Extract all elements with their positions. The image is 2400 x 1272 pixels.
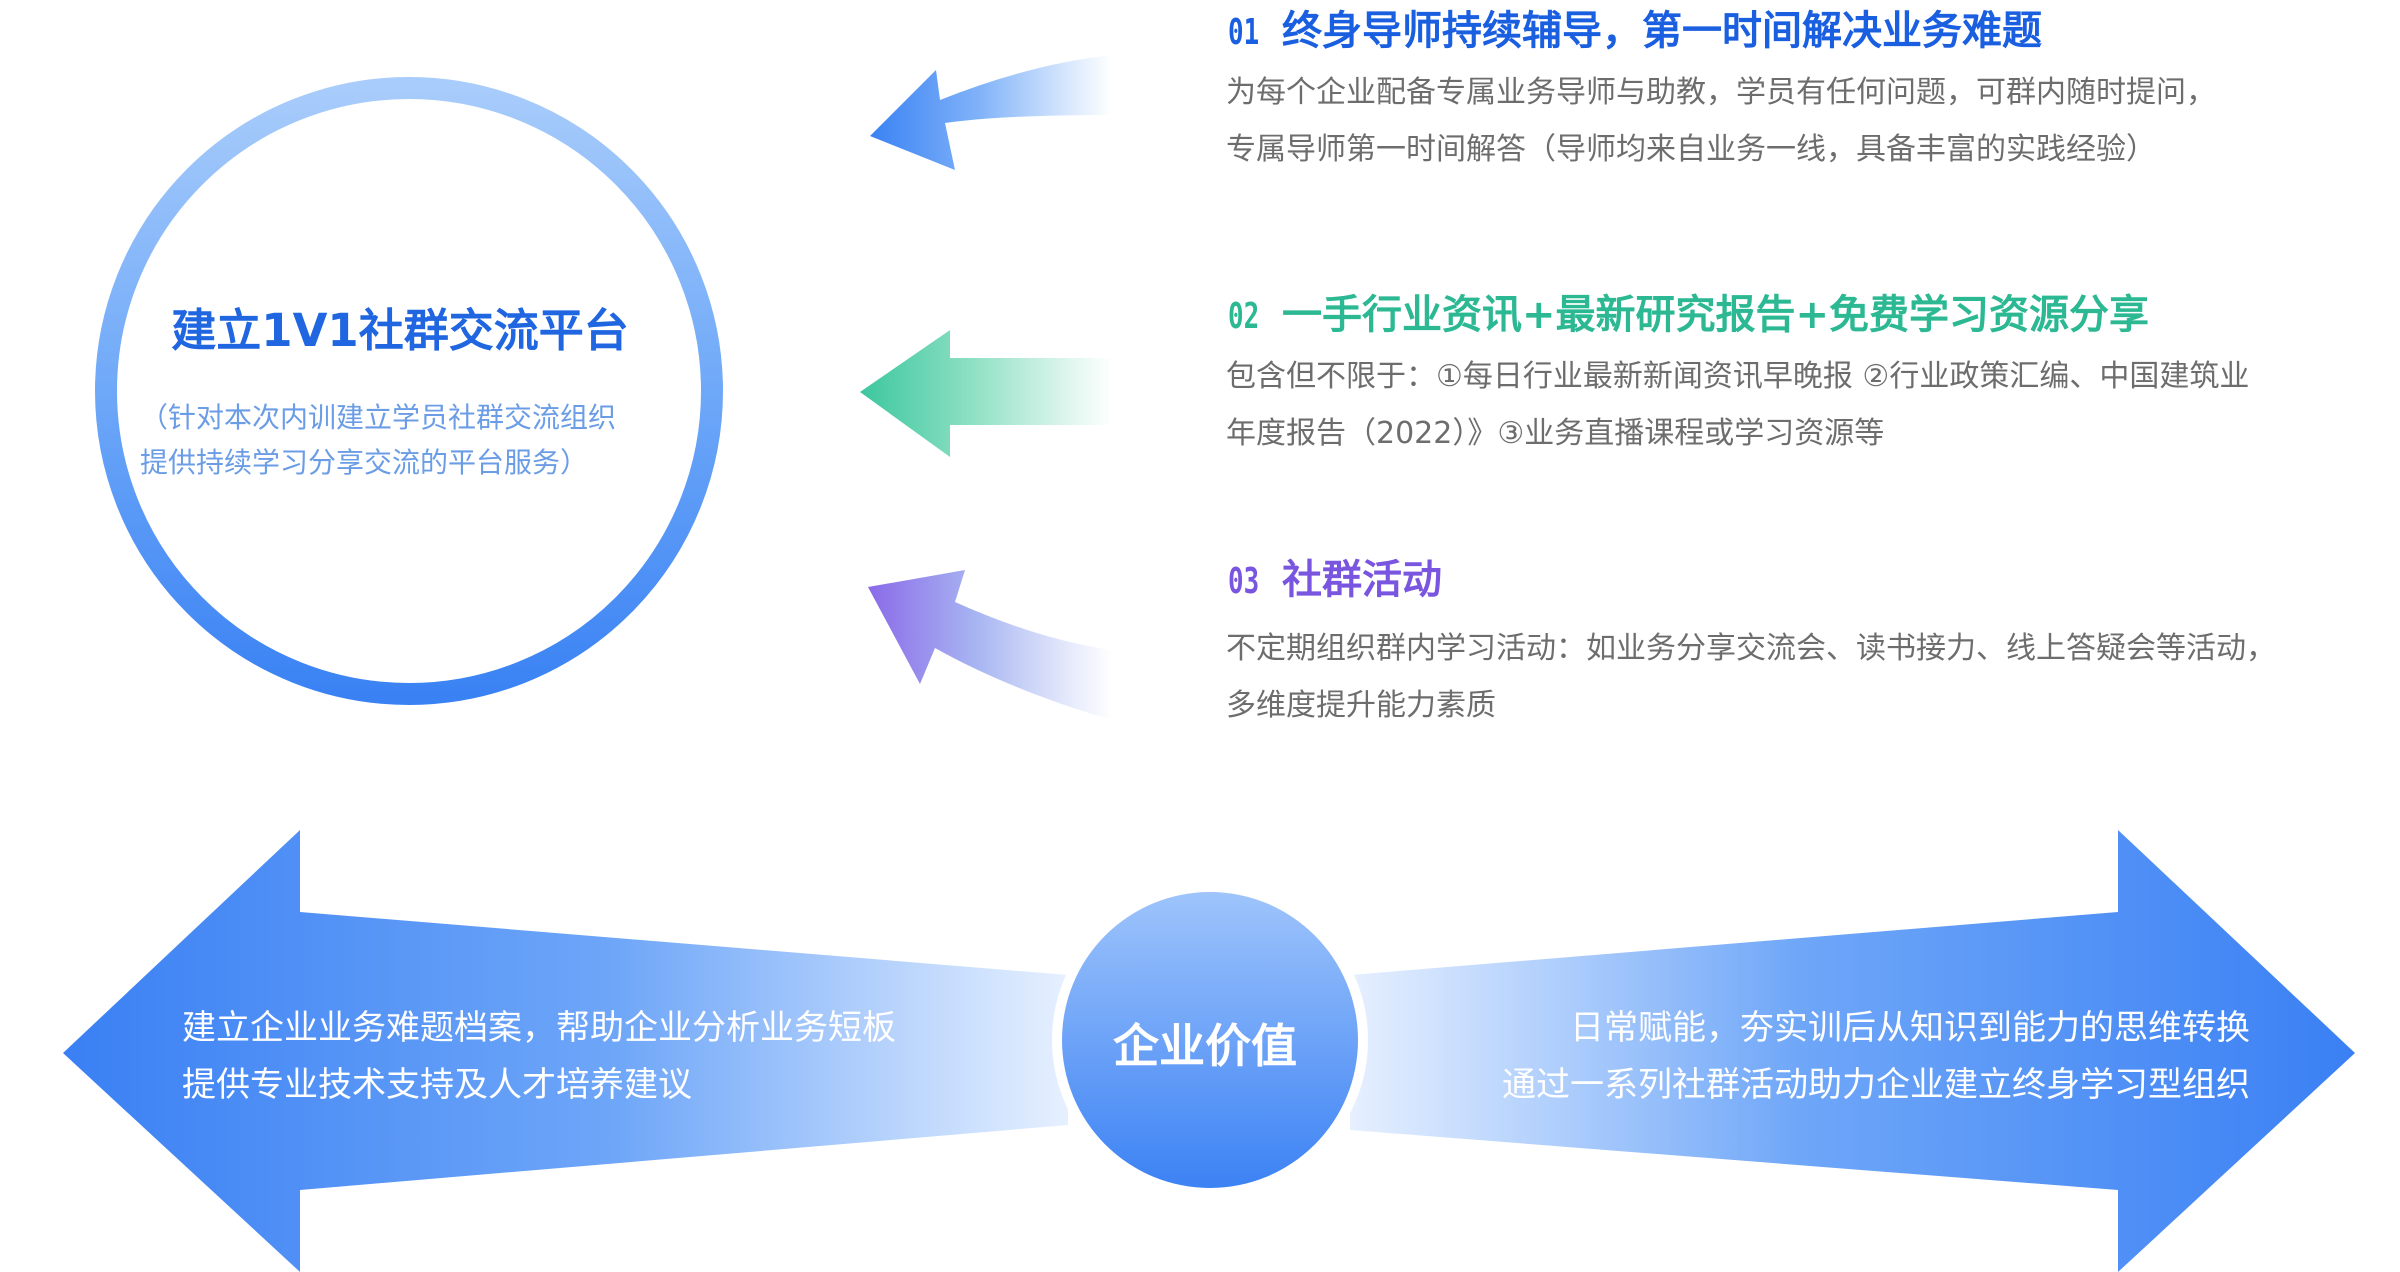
feature-2-title-text: 一手行业资讯+最新研究报告+免费学习资源分享 [1282,292,2150,338]
feature-1-number: 01 [1228,12,1260,53]
feature-3-desc-line: 不定期组织群内学习活动：如业务分享交流会、读书接力、线上答疑会等活动， [1226,631,2276,666]
feature-3-title: 03 社群活动 [1228,547,1442,605]
arrow-feature-2 [860,330,1112,457]
arrow-feature-3 [868,570,1112,720]
feature-2-desc-line: 年度报告（2022）》③业务直播课程或学习资源等 [1226,416,1885,451]
hub-subtitle: （针对本次内训建立学员社群交流组织 提供持续学习分享交流的平台服务） [140,395,680,485]
feature-3-desc: 不定期组织群内学习活动：如业务分享交流会、读书接力、线上答疑会等活动， 多维度提… [1226,620,2376,734]
feature-2-title: 02 一手行业资讯+最新研究报告+免费学习资源分享 [1228,282,2149,340]
arrow-feature-1 [870,55,1112,170]
value-right-text: 日常赋能，夯实训后从知识到能力的思维转换 通过一系列社群活动助力企业建立终身学习… [1380,1000,2250,1114]
feature-1-title: 01 终身导师持续辅导，第一时间解决业务难题 [1228,0,2042,56]
feature-1-desc-line: 为每个企业配备专属业务导师与助教，学员有任何问题，可群内随时提问， [1226,75,2216,110]
feature-3-desc-line: 多维度提升能力素质 [1226,688,1496,723]
feature-1-title-text: 终身导师持续辅导，第一时间解决业务难题 [1282,8,2042,54]
center-circle [1062,892,1358,1188]
feature-2-desc: 包含但不限于：①每日行业最新新闻资讯早晚报 ②行业政策汇编、中国建筑业 年度报告… [1226,348,2376,462]
feature-1-desc: 为每个企业配备专属业务导师与助教，学员有任何问题，可群内随时提问， 专属导师第一… [1226,64,2376,178]
hub-ring [95,77,723,705]
value-left-line: 提供专业技术支持及人才培养建议 [182,1065,692,1105]
big-left-arrow [63,830,1068,1272]
hub-subtitle-line: （针对本次内训建立学员社群交流组织 [140,401,617,434]
value-right-line: 通过一系列社群活动助力企业建立终身学习型组织 [1502,1065,2250,1105]
feature-1-desc-line: 专属导师第一时间解答（导师均来自业务一线，具备丰富的实践经验） [1226,132,2156,167]
feature-2-number: 02 [1228,296,1260,337]
value-center-label: 企业价值 [1113,1019,1297,1073]
hub-title: 建立1V1社群交流平台 [171,304,629,357]
feature-3-title-text: 社群活动 [1282,557,1442,603]
feature-2-desc-line: 包含但不限于：①每日行业最新新闻资讯早晚报 ②行业政策汇编、中国建筑业 [1226,359,2250,394]
feature-3-number: 03 [1228,561,1260,602]
big-right-arrow [1350,830,2355,1272]
value-right-line: 日常赋能，夯实训后从知识到能力的思维转换 [1570,1008,2250,1048]
value-left-text: 建立企业业务难题档案，帮助企业分析业务短板 提供专业技术支持及人才培养建议 [182,1000,962,1114]
value-left-line: 建立企业业务难题档案，帮助企业分析业务短板 [182,1008,896,1048]
hub-subtitle-line: 提供持续学习分享交流的平台服务） [140,446,589,479]
